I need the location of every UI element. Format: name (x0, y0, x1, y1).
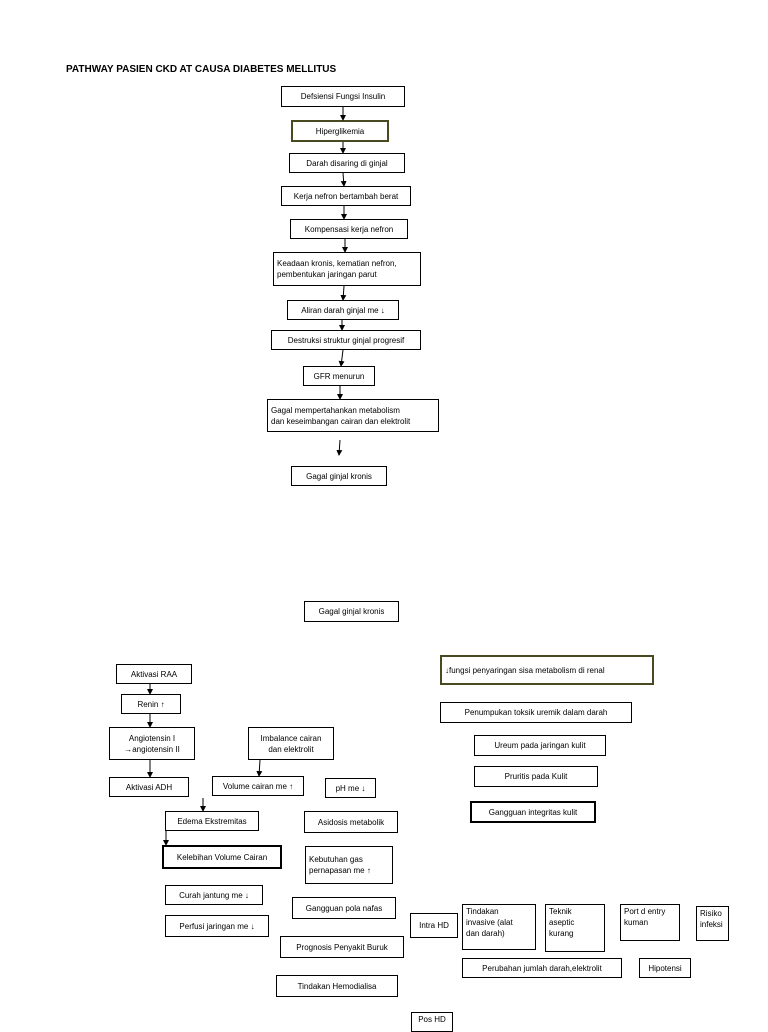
node-gangguan-integritas-kulit: Gangguan integritas kulit (470, 801, 596, 823)
node-kompensasi: Kompensasi kerja nefron (290, 219, 408, 239)
arrow (336, 439, 343, 456)
node-teknik-aseptic: Teknik aseptic kurang (545, 904, 605, 952)
node-defisiensi-insulin: Defsiensi Fungsi Insulin (281, 86, 405, 107)
arrow (338, 349, 345, 367)
node-darah-disaring: Darah disaring di ginjal (289, 153, 405, 173)
node-angiotensin: Angiotensin I →angiotensin II (109, 727, 195, 760)
node-volume-cairan: Volume cairan me ↑ (212, 776, 304, 796)
node-ph: pH me ↓ (325, 778, 376, 798)
node-kelebihan-volume: Kelebihan Volume Cairan (162, 845, 282, 869)
node-tindakan-invasive: Tindakan invasive (alat dan darah) (462, 904, 536, 950)
node-perfusi: Perfusi jaringan me ↓ (165, 915, 269, 937)
node-aktivasi-raa: Aktivasi RAA (116, 664, 192, 684)
node-edema: Edema Ekstremitas (165, 811, 259, 831)
node-intra-hd: Intra HD (410, 913, 458, 938)
node-imbalance: Imbalance cairan dan elektrolit (248, 727, 334, 760)
node-port-entry: Port d entry kuman (620, 904, 680, 941)
node-gangguan-pola-nafas: Gangguan pola nafas (292, 897, 396, 919)
node-perubahan-jumlah-darah: Perubahan jumlah darah,elektrolit (462, 958, 622, 978)
node-tindakan-hemodialisa: Tindakan Hemodialisa (276, 975, 398, 997)
node-ureum: Ureum pada jaringan kulit (474, 735, 606, 756)
node-hiperglikemia: Hiperglikemia (291, 120, 389, 142)
node-risiko-infeksi: Risiko infeksi (696, 906, 729, 941)
node-asidosis: Asidosis metabolik (304, 811, 398, 833)
node-pruritis: Pruritis pada Kulit (474, 766, 598, 787)
node-kebutuhan-gas: Kebutuhan gas pernapasan me ↑ (305, 846, 393, 884)
page-title: PATHWAY PASIEN CKD AT CAUSA DIABETES MEL… (66, 64, 337, 75)
node-prognosis: Prognosis Penyakit Buruk (280, 936, 404, 958)
arrow (256, 759, 263, 777)
node-destruksi: Destruksi struktur ginjal progresif (271, 330, 421, 350)
node-gagal-ginjal-kronis-1: Gagal ginjal kronis (291, 466, 387, 486)
node-fungsi-penyaringan: ↓fungsi penyaringan sisa metabolism di r… (440, 655, 654, 685)
node-keadaan-kronis: Keadaan kronis, kematian nefron, pembent… (273, 252, 421, 286)
node-hipotensi: Hipotensi (639, 958, 691, 978)
arrow (340, 172, 347, 187)
node-penumpukan-toksik: Penumpukan toksik uremik dalam darah (440, 702, 632, 723)
node-gagal-ginjal-kronis-2: Gagal ginjal kronis (304, 601, 399, 622)
node-gagal-mempertahankan: Gagal mempertahankan metabolism dan kese… (267, 399, 439, 432)
node-curah-jantung: Curah jantung me ↓ (165, 885, 263, 905)
arrow (340, 285, 347, 301)
